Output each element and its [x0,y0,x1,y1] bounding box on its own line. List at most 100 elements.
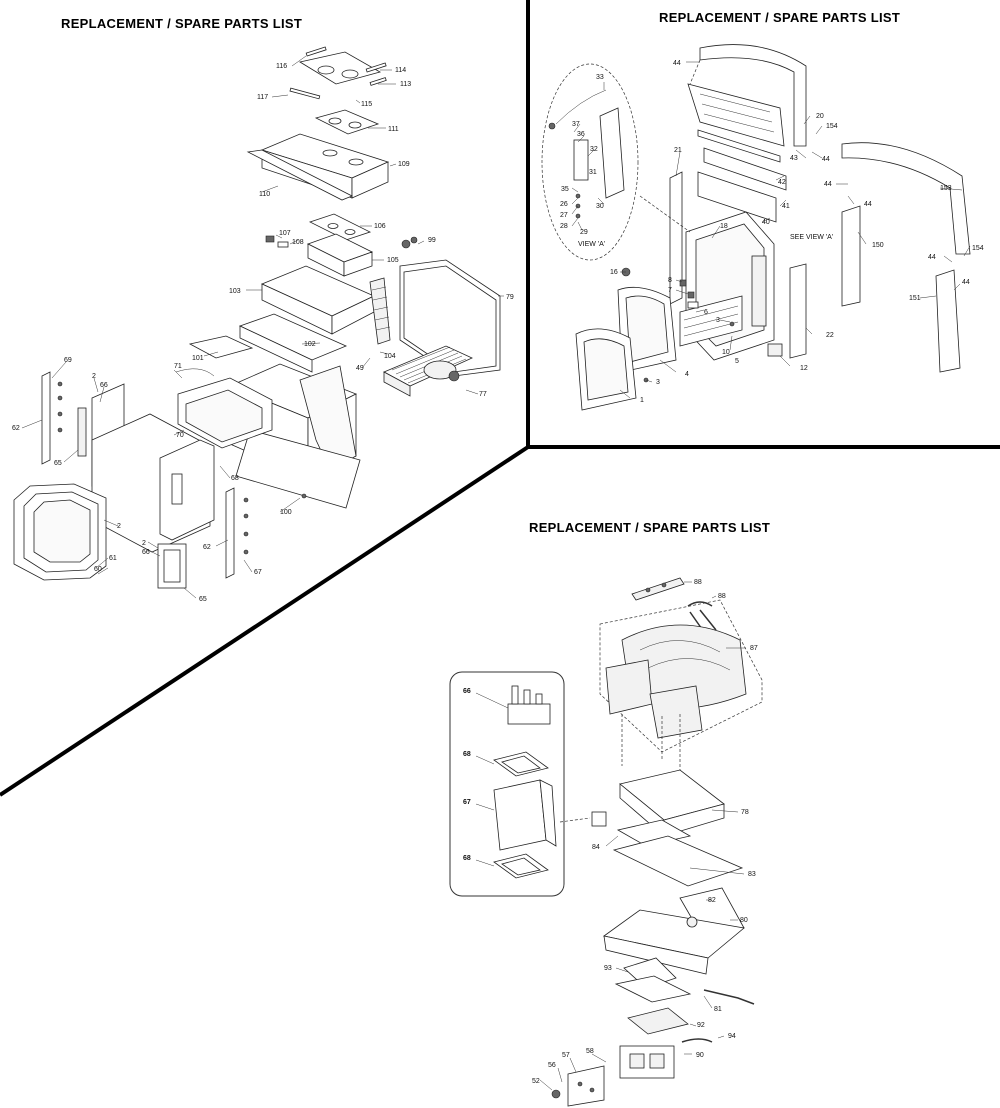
label-33: 33 [596,74,604,81]
bar-41 [703,147,787,191]
label-40: 40 [762,219,770,226]
gasket-lower-66-inner [163,549,181,583]
label-68-bottom: 68 [463,855,471,862]
label-2-door: 2 [117,523,121,530]
valve-90 [619,1045,675,1079]
leader-lines-bottom [475,581,746,1091]
top-left-title: REPLACEMENT / SPARE PARTS LIST [61,16,302,31]
label-66-lower: 66 [142,549,150,556]
pilot-tube [523,689,531,705]
shell-panel-68 [159,439,215,541]
hole [348,121,362,129]
section-dividers [0,0,1000,797]
door-4-glass [625,295,669,363]
knob-link [559,817,591,823]
bar-40 [697,171,777,223]
label-61: 61 [109,555,117,562]
top-right-assembly: VIEW 'A' [541,44,984,411]
leader-lines-right [571,61,971,399]
valve-knob-90b [649,1053,665,1069]
label-108: 108 [292,239,304,246]
screw [577,1081,583,1087]
part-8 [679,279,687,287]
label-69: 69 [64,357,72,364]
side-panel-inner [403,265,497,373]
label-8: 8 [668,277,672,284]
label-12: 12 [800,365,808,372]
label-10: 10 [722,349,730,356]
log-drop-lines [621,714,681,778]
label-62-left: 62 [12,425,20,432]
igniter-tip [645,587,651,593]
plate-101 [188,335,254,359]
label-49: 49 [356,365,364,372]
label-113: 113 [400,81,411,88]
label-57: 57 [562,1052,570,1059]
label-88-a: 88 [694,579,702,586]
label-37: 37 [572,121,580,128]
label-78: 78 [741,809,749,816]
label-116: 116 [276,63,287,70]
knob-52 [551,1089,561,1099]
screw [243,513,249,519]
screw [57,395,63,401]
top-panel-side [351,161,389,199]
door-glass [33,499,91,563]
label-65-lower: 65 [199,596,207,603]
label-44-d: 44 [864,201,872,208]
arch-153 [841,142,971,255]
sensor-99b [410,236,418,244]
label-18: 18 [720,223,728,230]
switch-107 [265,235,275,243]
louver-5-slots [683,305,739,337]
label-114: 114 [395,67,406,74]
label-83: 83 [748,871,756,878]
label-154-b: 154 [972,245,984,252]
label-71: 71 [174,363,182,370]
bracket-108 [277,241,289,248]
housing-67 [493,779,547,851]
front-strip-110 [246,149,353,201]
label-52: 52 [532,1078,540,1085]
label-58: 58 [586,1048,594,1055]
label-44-e: 44 [928,254,936,261]
firebox-base [235,429,361,509]
label-16: 16 [610,269,618,276]
label-22: 22 [826,332,834,339]
screw [243,549,249,555]
label-66: 66 [463,688,471,695]
box-105-side [343,251,373,277]
decor-panel [751,255,767,327]
label-109: 109 [398,161,410,168]
top-left-assembly: 116 114 113 117 115 111 109 110 106 107 … [12,46,514,603]
pilot-assembly-66 [507,703,551,725]
view-a-label: VIEW 'A' [578,241,605,248]
louver-slots [699,93,775,133]
label-1: 1 [640,397,644,404]
label-36: 36 [577,131,585,138]
label-104: 104 [384,353,396,360]
blower-hub [448,370,460,382]
top-plate-part [298,51,382,85]
screw [589,1087,595,1093]
part-7 [687,291,695,299]
igniter-tip [661,582,667,588]
side-panel-79 [399,259,501,377]
blower-motor [423,360,457,380]
label-84: 84 [592,844,600,851]
label-107: 107 [279,230,291,237]
label-35: 35 [561,186,569,193]
label-67: 67 [463,799,471,806]
pilot-tube [511,685,519,705]
part-6 [687,301,699,309]
hole [344,229,356,235]
plate-12 [767,343,783,357]
gasket-92 [627,1007,689,1035]
label-93: 93 [604,965,612,972]
strip-62-right [225,487,235,579]
screw-3b [729,321,735,327]
hole [328,117,342,125]
connector [548,122,556,130]
glass-83 [612,835,744,887]
